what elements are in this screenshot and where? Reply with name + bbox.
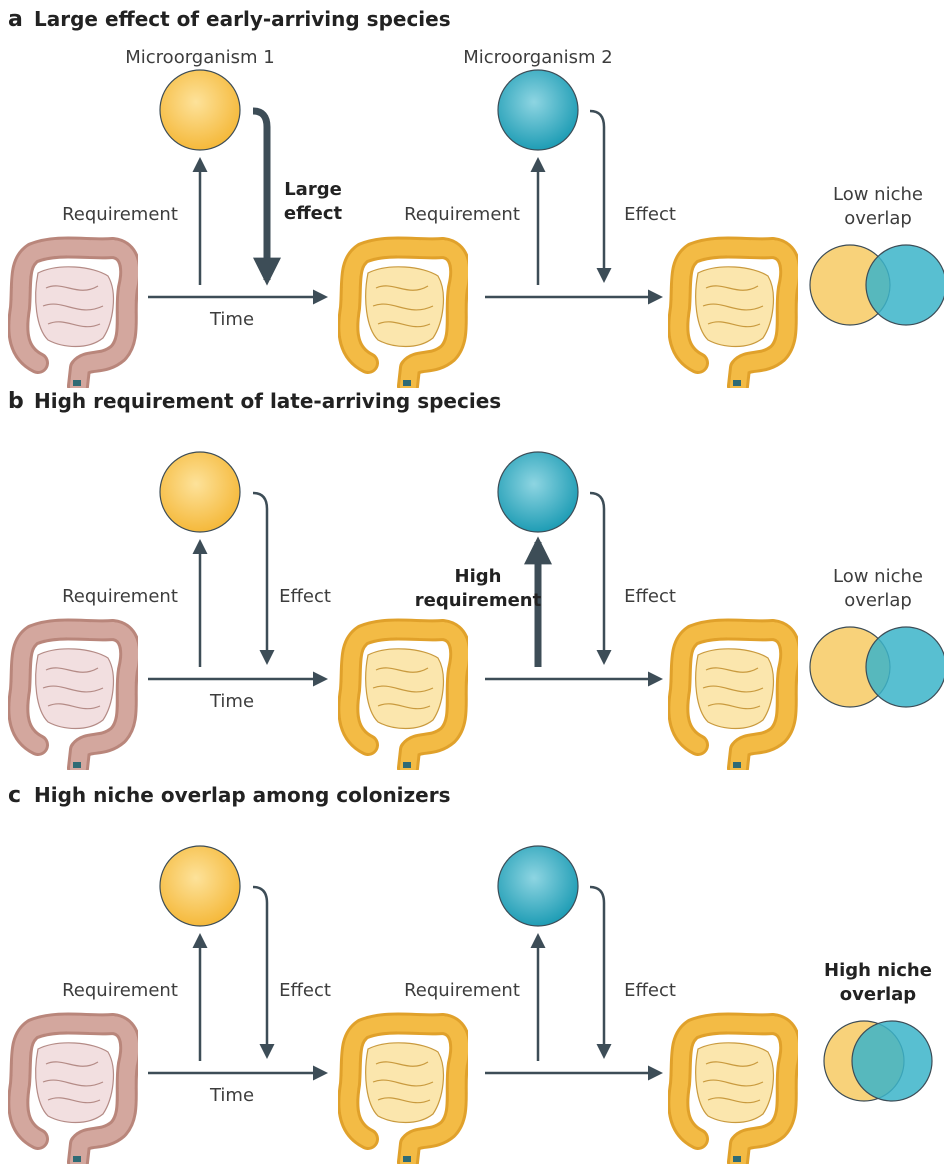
microorganism-2-label: Microorganism 2 [463, 47, 613, 68]
gut-after-1 [348, 629, 460, 768]
effect-arrow-1 [253, 493, 267, 662]
niche-circle-2 [866, 627, 944, 707]
requirement-label-1: Requirement [62, 980, 178, 1001]
requirement-label-1: Requirement [62, 586, 178, 607]
niche-overlap-label: overlap [840, 984, 917, 1005]
gut-after-1 [348, 1023, 460, 1162]
gut-after-2 [678, 1023, 790, 1162]
requirement-label-2: High [455, 566, 502, 587]
microorganism-1-label: Microorganism 1 [125, 47, 275, 68]
microorganism-2 [498, 70, 578, 150]
panel-c: c High niche overlap among colonizersTime… [8, 783, 932, 1162]
effect-label-2: Effect [624, 586, 676, 607]
effect-arrow-1 [253, 887, 267, 1056]
gut-after-1 [348, 247, 460, 386]
microorganism-1 [160, 846, 240, 926]
effect-arrow-2 [590, 493, 604, 662]
panel-letter: b [8, 389, 24, 414]
panel-a: a Large effect of early-arriving speciesM… [8, 7, 944, 386]
panel-letter: a [8, 7, 23, 32]
panel-title: Large effect of early-arriving species [34, 7, 451, 31]
microorganism-1 [160, 70, 240, 150]
effect-arrow-1 [253, 111, 267, 280]
panel-title: High requirement of late-arriving specie… [34, 389, 501, 413]
gut-after-2 [678, 629, 790, 768]
niche-circle-2 [852, 1021, 932, 1101]
gut-after-2 [678, 247, 790, 386]
effect-label-1: Effect [279, 980, 331, 1001]
requirement-label-1: Requirement [62, 204, 178, 225]
niche-overlap-venn [810, 245, 944, 325]
microorganism-2 [498, 452, 578, 532]
gut-initial [18, 629, 130, 768]
gut-initial [18, 1023, 130, 1162]
panel-title: High niche overlap among colonizers [34, 783, 451, 807]
effect-label-1: Large [284, 179, 342, 200]
niche-overlap-venn [824, 1021, 932, 1101]
requirement-label-2: requirement [415, 590, 542, 611]
effect-label-2: Effect [624, 204, 676, 225]
requirement-label-2: Requirement [404, 204, 520, 225]
time-label: Time [209, 691, 254, 712]
gut-initial [18, 247, 130, 386]
effect-label-1: effect [284, 203, 343, 224]
time-label: Time [209, 1085, 254, 1106]
panel-b: b High requirement of late-arriving speci… [8, 389, 944, 768]
time-label: Time [209, 309, 254, 330]
niche-circle-2 [866, 245, 944, 325]
niche-overlap-label: Low niche [833, 566, 923, 587]
effect-label-2: Effect [624, 980, 676, 1001]
niche-overlap-label: overlap [844, 208, 912, 229]
requirement-label-2: Requirement [404, 980, 520, 1001]
niche-overlap-label: overlap [844, 590, 912, 611]
niche-overlap-label: High niche [824, 960, 932, 981]
niche-overlap-label: Low niche [833, 184, 923, 205]
panel-letter: c [8, 783, 21, 808]
niche-overlap-venn [810, 627, 944, 707]
microorganism-2 [498, 846, 578, 926]
microorganism-1 [160, 452, 240, 532]
effect-arrow-2 [590, 111, 604, 280]
effect-label-1: Effect [279, 586, 331, 607]
effect-arrow-2 [590, 887, 604, 1056]
